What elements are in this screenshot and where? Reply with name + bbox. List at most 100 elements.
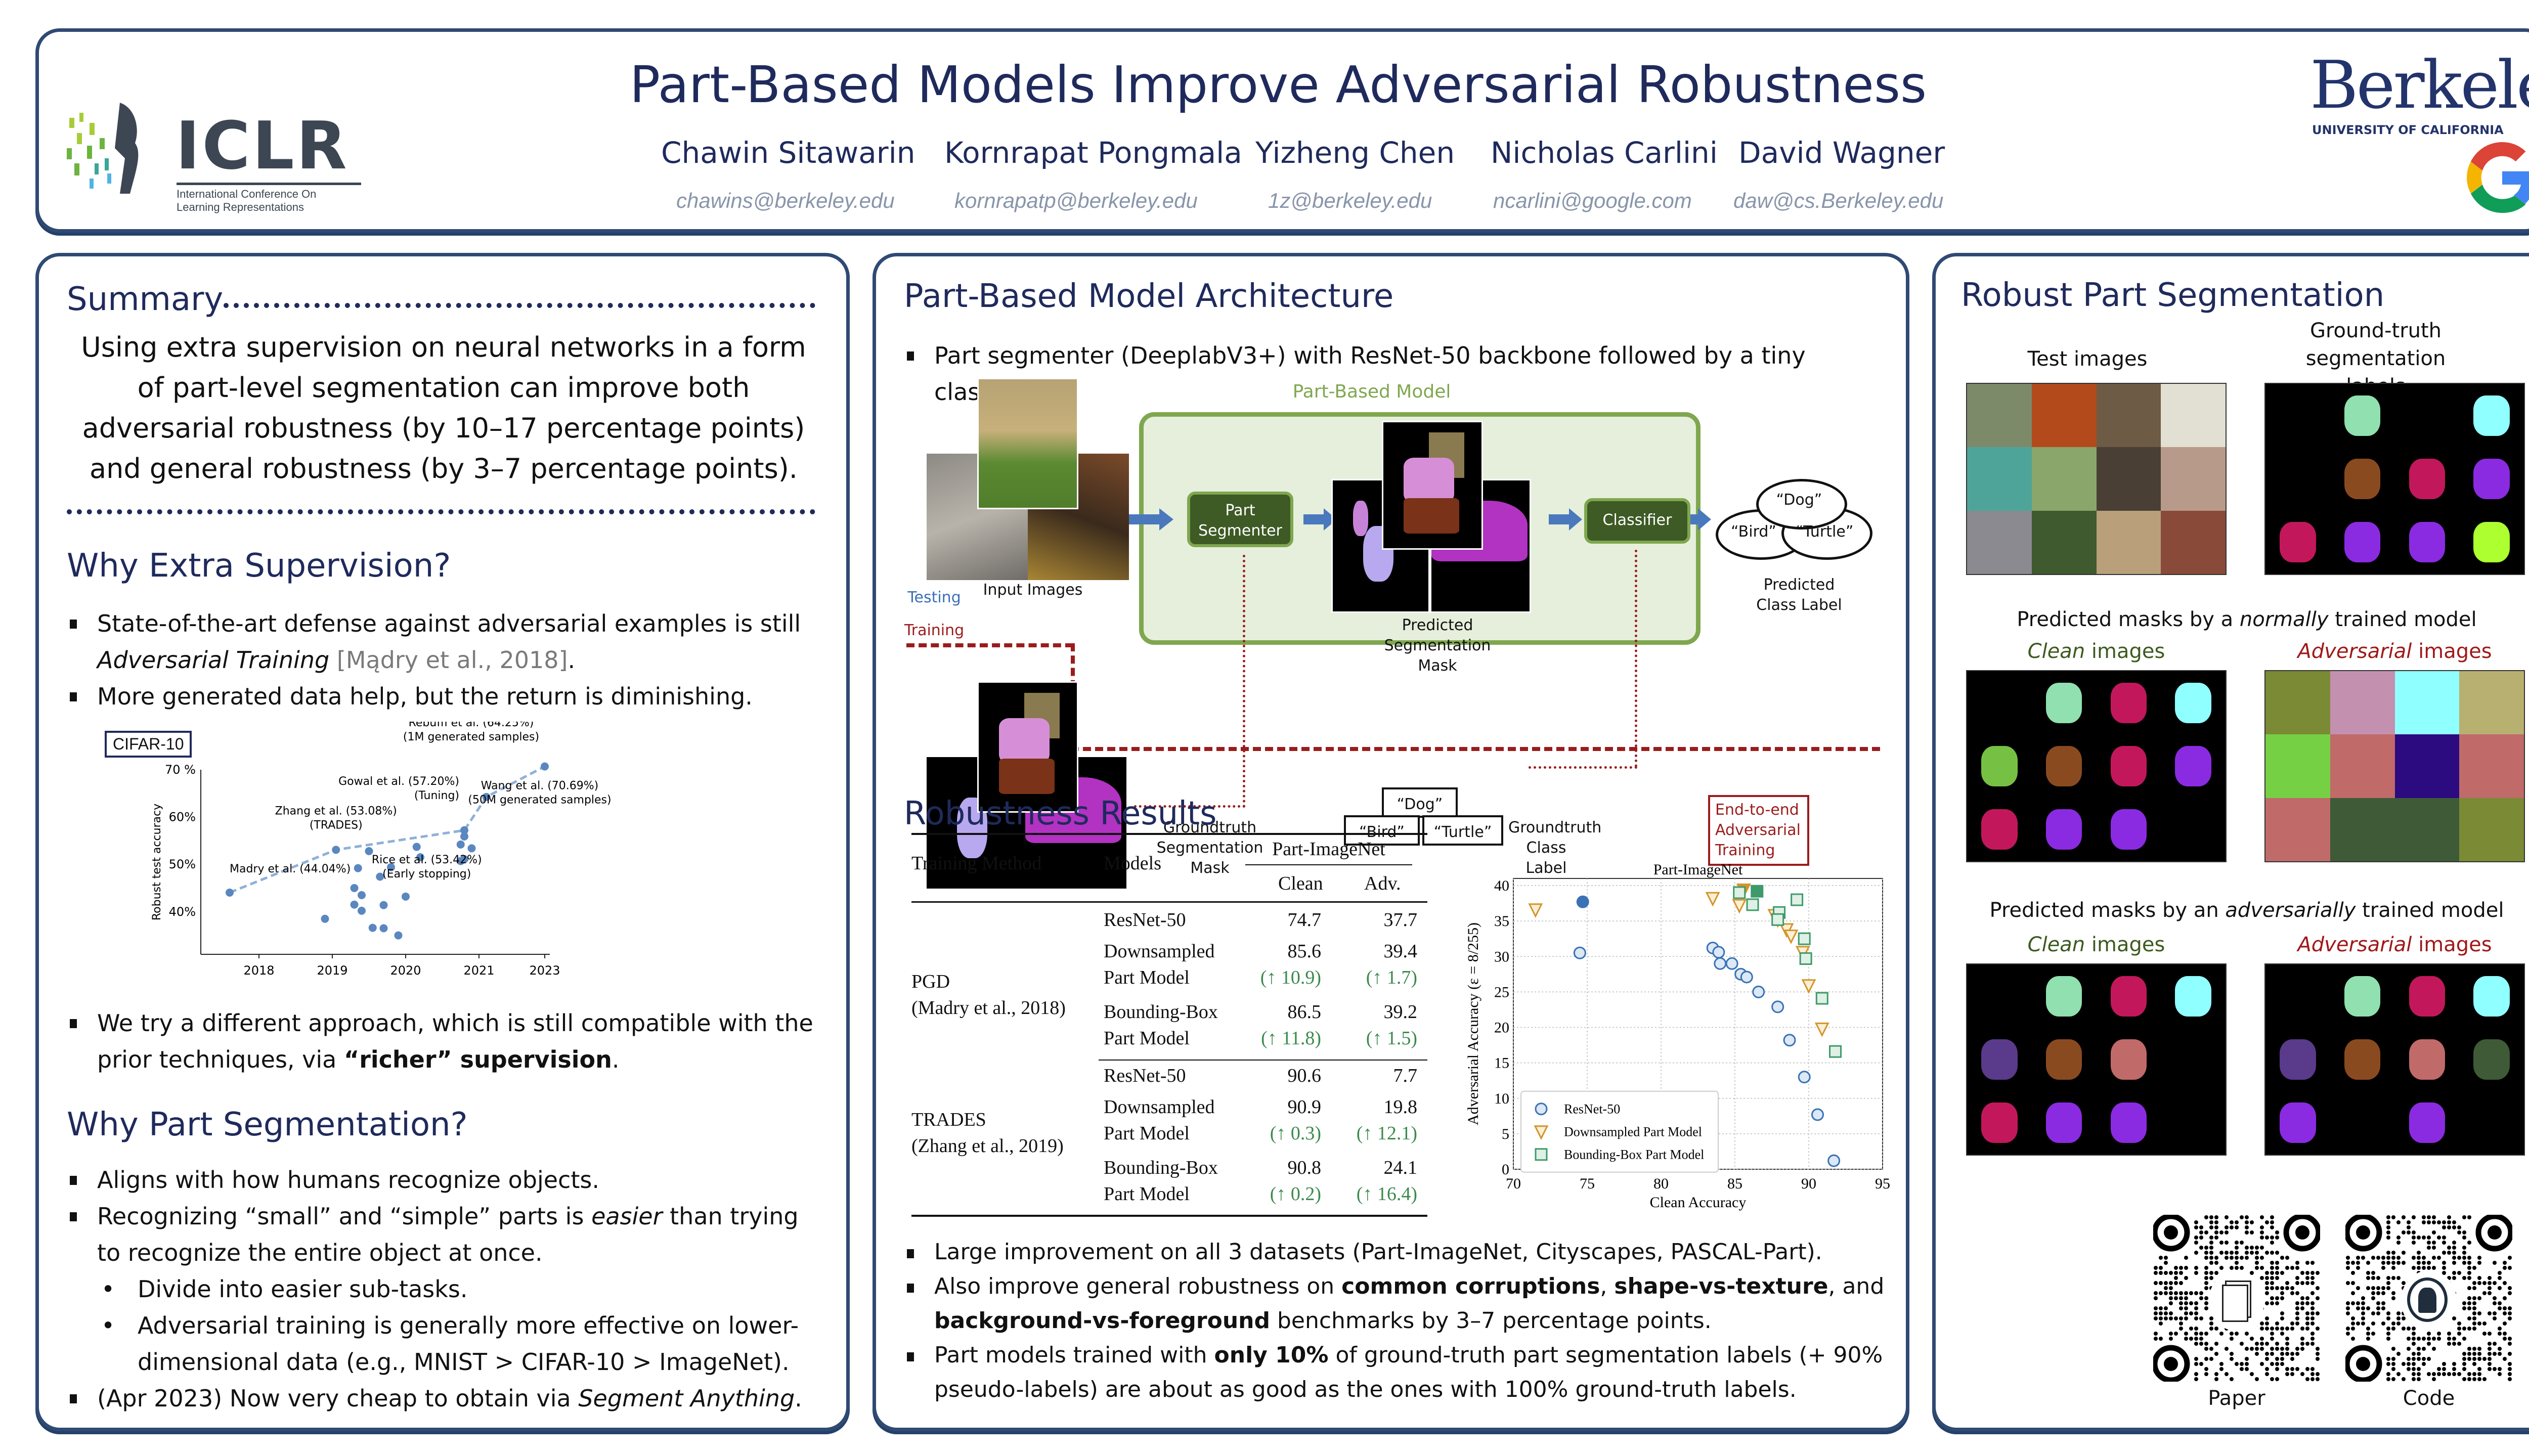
qr-module xyxy=(2194,1327,2198,1331)
author-email[interactable]: 1z@berkeley.edu xyxy=(1268,189,1432,212)
qr-module xyxy=(2427,1266,2431,1270)
qr-module xyxy=(2503,1332,2507,1336)
qr-module xyxy=(2462,1377,2466,1381)
x-axis-label: Clean Accuracy xyxy=(1650,1194,1747,1211)
qr-module xyxy=(2472,1296,2476,1300)
qr-module xyxy=(2265,1357,2269,1361)
github-icon xyxy=(2401,1270,2457,1331)
part-segmenter-box[interactable]: Part Segmenter xyxy=(1187,492,1293,547)
qr-module xyxy=(2351,1291,2355,1295)
y-tick-label: 15 xyxy=(1494,1055,1509,1072)
author-email[interactable]: kornrapatp@berkeley.edu xyxy=(954,189,1198,212)
qr-module xyxy=(2194,1236,2198,1240)
qr-module xyxy=(2225,1225,2229,1229)
qr-module xyxy=(2498,1332,2502,1336)
qr-module xyxy=(2280,1352,2284,1356)
test-image-tile xyxy=(2096,510,2161,574)
qr-module xyxy=(2386,1256,2390,1260)
qr-module xyxy=(2184,1332,2188,1336)
qr-module xyxy=(2391,1291,2395,1295)
method-name: TRADES xyxy=(911,1109,986,1130)
qr-module xyxy=(2371,1271,2375,1275)
qr-module xyxy=(2265,1321,2269,1326)
qr-module xyxy=(2477,1377,2481,1381)
qr-module xyxy=(2346,1306,2350,1310)
qr-module xyxy=(2366,1332,2370,1336)
clean-delta: (↑ 11.8) xyxy=(1261,1028,1321,1049)
frontier-point xyxy=(482,792,491,801)
qr-module xyxy=(2467,1296,2471,1300)
qr-module xyxy=(2189,1337,2193,1341)
qr-module xyxy=(2189,1301,2193,1305)
author-email[interactable]: daw@cs.Berkeley.edu xyxy=(1733,189,1944,212)
qr-module xyxy=(2396,1321,2401,1326)
qr-module xyxy=(2214,1342,2218,1346)
qr-module xyxy=(2462,1215,2466,1219)
test-image-tile xyxy=(2161,510,2226,574)
author-name: Kornrapat Pongmala xyxy=(944,136,1242,170)
annotation-label: Wang et al. (70.69%) xyxy=(481,780,599,792)
model-name: Downsampled xyxy=(1104,1096,1215,1118)
qr-module xyxy=(2179,1316,2183,1320)
qr-code[interactable] xyxy=(2344,1213,2514,1383)
qr-module xyxy=(2462,1276,2466,1280)
qr-module xyxy=(2179,1266,2183,1270)
bbox-point xyxy=(1829,1045,1842,1058)
qr-module xyxy=(2488,1311,2492,1315)
qr-module xyxy=(2488,1281,2492,1285)
x-tick-label: 2020 xyxy=(390,963,421,978)
table-row: ResNet-50 90.6 7.7 xyxy=(1104,1065,1417,1095)
mask-tile xyxy=(2031,734,2097,798)
mask-tile xyxy=(2330,798,2395,861)
qr-module xyxy=(2295,1261,2299,1265)
citation-link[interactable]: [Mądry et al., 2018] xyxy=(329,646,568,674)
author-email[interactable]: ncarlini@google.com xyxy=(1493,189,1692,212)
qr-module xyxy=(2503,1306,2507,1310)
classifier-box[interactable]: Classifier xyxy=(1584,498,1690,544)
list-item: Part segmenter (DeeplabV3+) with ResNet-… xyxy=(904,337,1890,410)
qr-module xyxy=(2285,1347,2289,1351)
qr-module xyxy=(2386,1220,2390,1224)
qr-module xyxy=(2396,1256,2401,1260)
bbox-point xyxy=(1771,913,1784,926)
qr-module xyxy=(2184,1337,2188,1341)
qr-module xyxy=(2194,1377,2198,1381)
bbox-point xyxy=(1751,885,1764,898)
qr-finder xyxy=(2344,1213,2382,1252)
qr-module xyxy=(2209,1261,2213,1265)
qr-module xyxy=(2310,1276,2315,1280)
mask-tile xyxy=(2330,964,2395,1028)
data-point xyxy=(350,884,359,892)
qr-module xyxy=(2402,1362,2406,1366)
qr-module xyxy=(2300,1306,2304,1310)
adv-value: 19.8 xyxy=(1383,1096,1418,1118)
qr-module xyxy=(2402,1316,2406,1320)
qr-module xyxy=(2169,1301,2173,1305)
qr-module xyxy=(2290,1367,2294,1371)
qr-paper[interactable] xyxy=(2152,1213,2322,1383)
qr-module xyxy=(2214,1215,2218,1219)
author-email[interactable]: chawins@berkeley.edu xyxy=(676,189,895,212)
qr-code-paper[interactable] xyxy=(2152,1213,2322,1383)
qr-module xyxy=(2174,1332,2178,1336)
mask-tile xyxy=(2394,1091,2460,1155)
qr-module xyxy=(2305,1276,2309,1280)
qr-module xyxy=(2386,1230,2390,1234)
qr-module xyxy=(2305,1296,2309,1300)
qr-module xyxy=(2265,1367,2269,1371)
qr-module xyxy=(2427,1236,2431,1240)
gt-labels-grid xyxy=(2264,383,2525,575)
qr-module xyxy=(2381,1306,2385,1310)
sub-list-item: Divide into easier sub-tasks. xyxy=(97,1271,815,1307)
qr-module xyxy=(2437,1220,2441,1224)
qr-module xyxy=(2402,1377,2406,1381)
qr-module xyxy=(2310,1342,2315,1346)
qr-module xyxy=(2230,1251,2234,1255)
sub-list-item: Adversarial training is generally more e… xyxy=(97,1307,815,1380)
qr-module xyxy=(2391,1377,2395,1381)
qr-module xyxy=(2346,1266,2350,1270)
qr-module xyxy=(2472,1266,2476,1270)
mask-tile xyxy=(2459,734,2524,798)
qr-module xyxy=(2285,1266,2289,1270)
data-point xyxy=(379,924,388,933)
